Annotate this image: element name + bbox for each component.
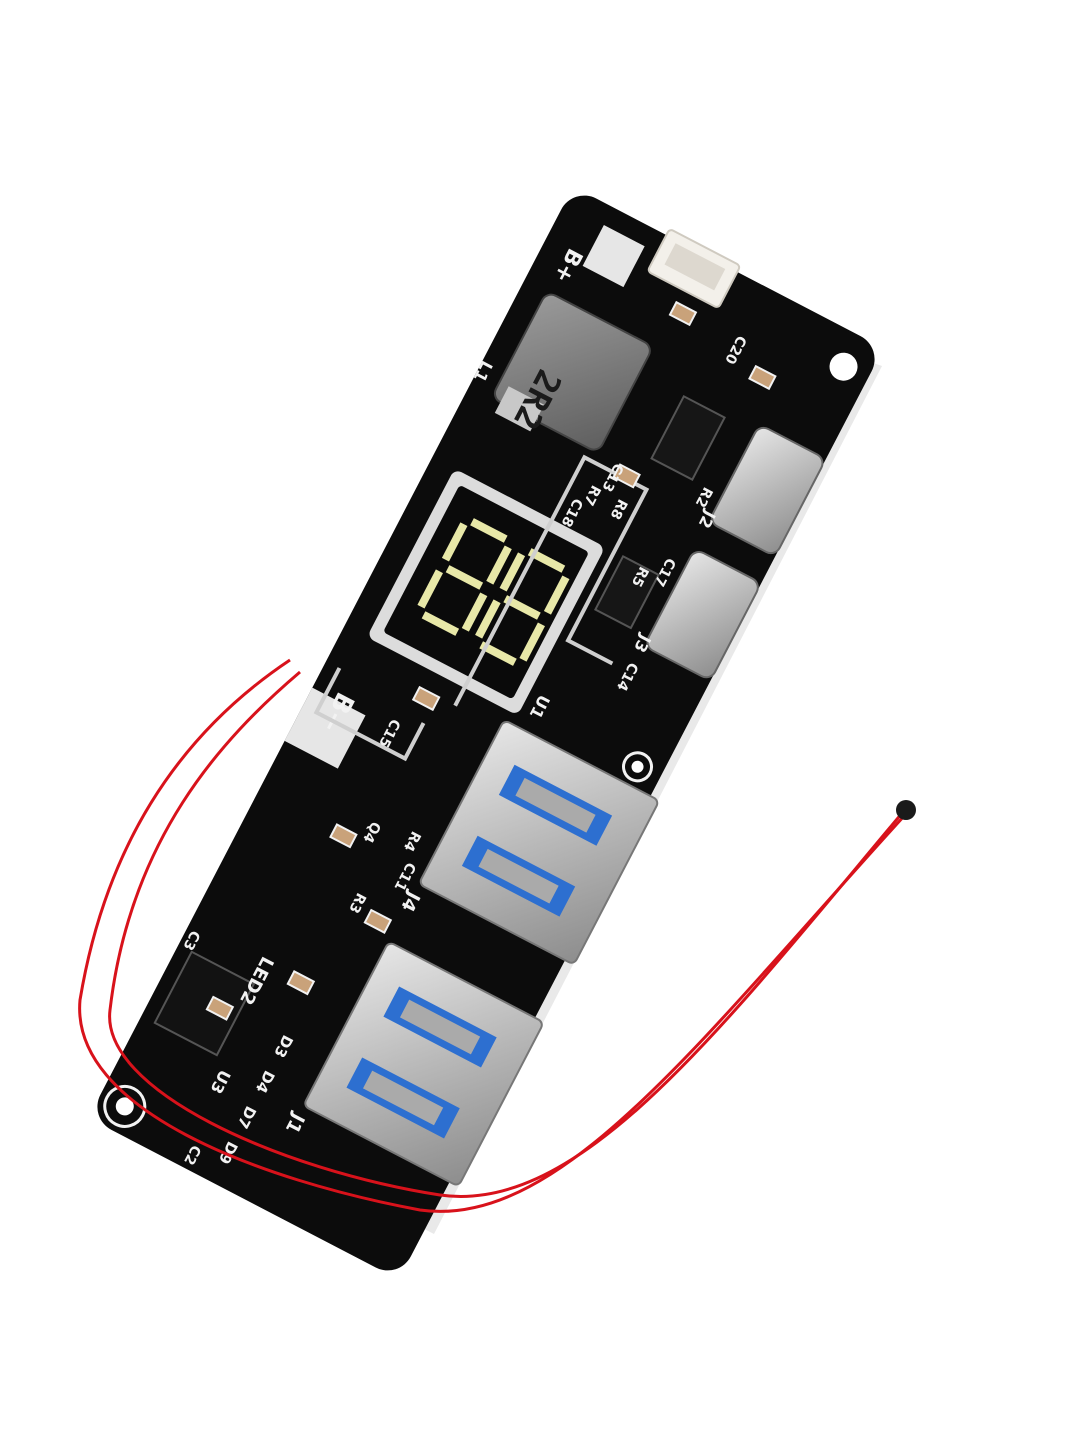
silkscreen-outline xyxy=(453,454,650,707)
usb-c-port xyxy=(646,551,759,679)
usb-a-port-j1 xyxy=(304,942,543,1186)
thermistor-bead xyxy=(896,800,916,820)
ic-chip-u3 xyxy=(153,950,256,1057)
smd-components xyxy=(205,300,777,1021)
led-display xyxy=(384,486,588,699)
usb-c-port xyxy=(711,426,824,555)
ic-chip xyxy=(650,394,726,481)
battery-pad-plus xyxy=(582,225,645,288)
silkscreen-outline xyxy=(313,667,426,762)
mounting-hole xyxy=(829,352,858,381)
mounting-hole xyxy=(115,1097,134,1116)
mounting-hole xyxy=(631,760,644,773)
mounting-hole xyxy=(103,1084,147,1128)
display-digits xyxy=(417,518,570,666)
usb-a-port-j4 xyxy=(419,720,659,964)
pcb-board: B+ B− 2R2 L1 xyxy=(97,195,875,1271)
ic-chip xyxy=(594,554,660,630)
mounting-hole xyxy=(622,751,654,783)
thermistor-wire xyxy=(78,658,907,1213)
thermistor-wire xyxy=(108,670,905,1198)
battery-pad-minus xyxy=(284,687,366,769)
